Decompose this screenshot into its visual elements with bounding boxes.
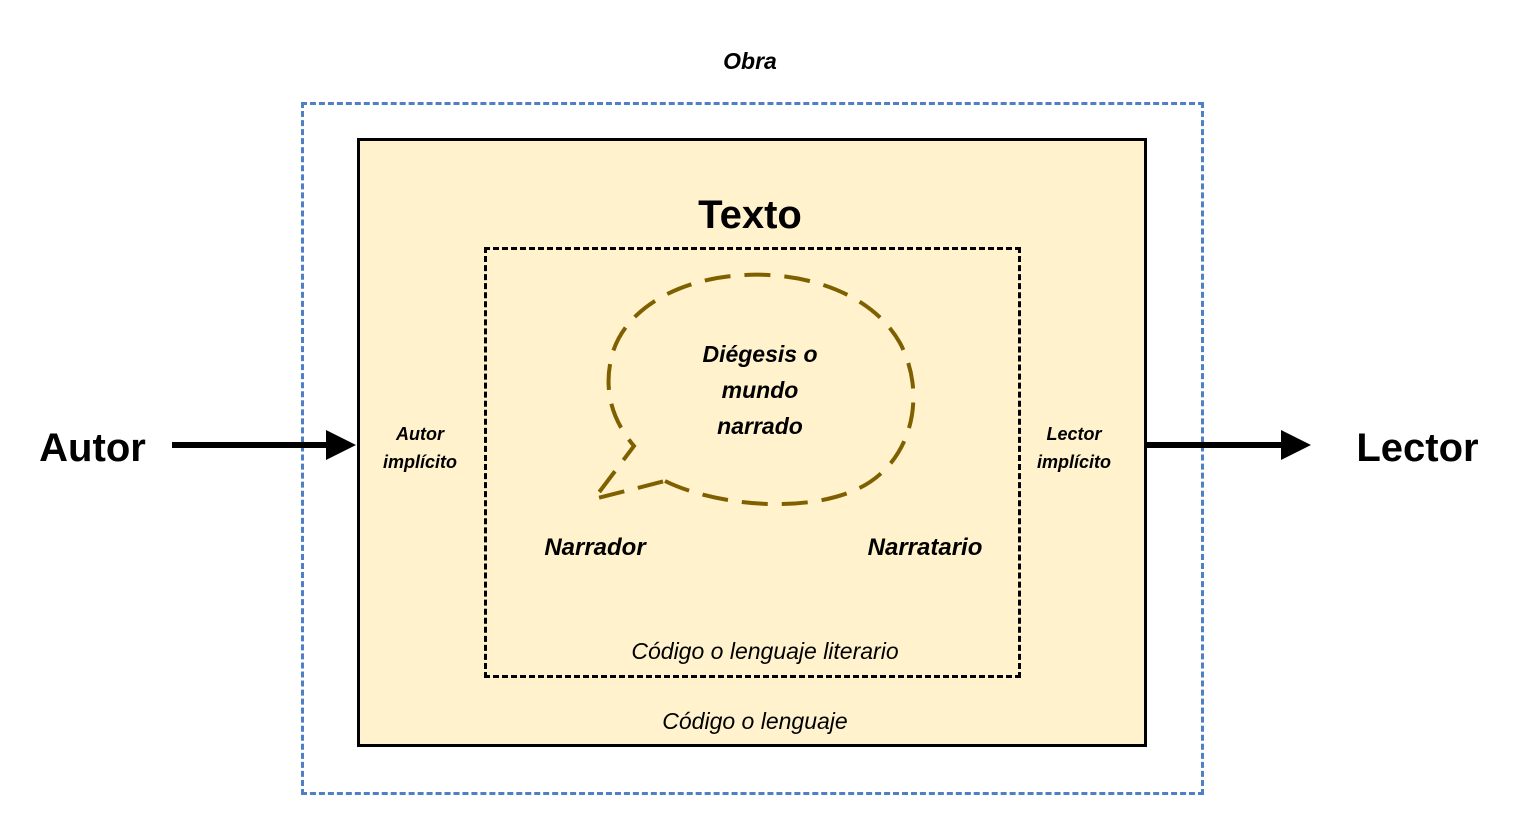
codigo-literario-label: Código o lenguaje literario — [631, 638, 899, 664]
literary-code-frame — [484, 247, 1021, 678]
texto-title: Texto — [698, 193, 802, 237]
lector-implicito-label: Lector implícito — [1036, 424, 1111, 472]
lector-arrowhead — [1281, 430, 1311, 460]
codigo-label: Código o lenguaje — [662, 708, 848, 734]
texto-box — [357, 138, 1147, 747]
diegesis-label: Diégesis o mundo narrado — [702, 341, 818, 439]
lector-label: Lector — [1356, 426, 1479, 470]
autor-implicito-label: Autor implícito — [382, 424, 457, 472]
narratario-label: Narratario — [867, 534, 983, 561]
obra-label: Obra — [723, 48, 777, 74]
autor-label: Autor — [39, 426, 146, 470]
obra-frame — [301, 102, 1204, 795]
narrador-label: Narrador — [544, 534, 646, 561]
